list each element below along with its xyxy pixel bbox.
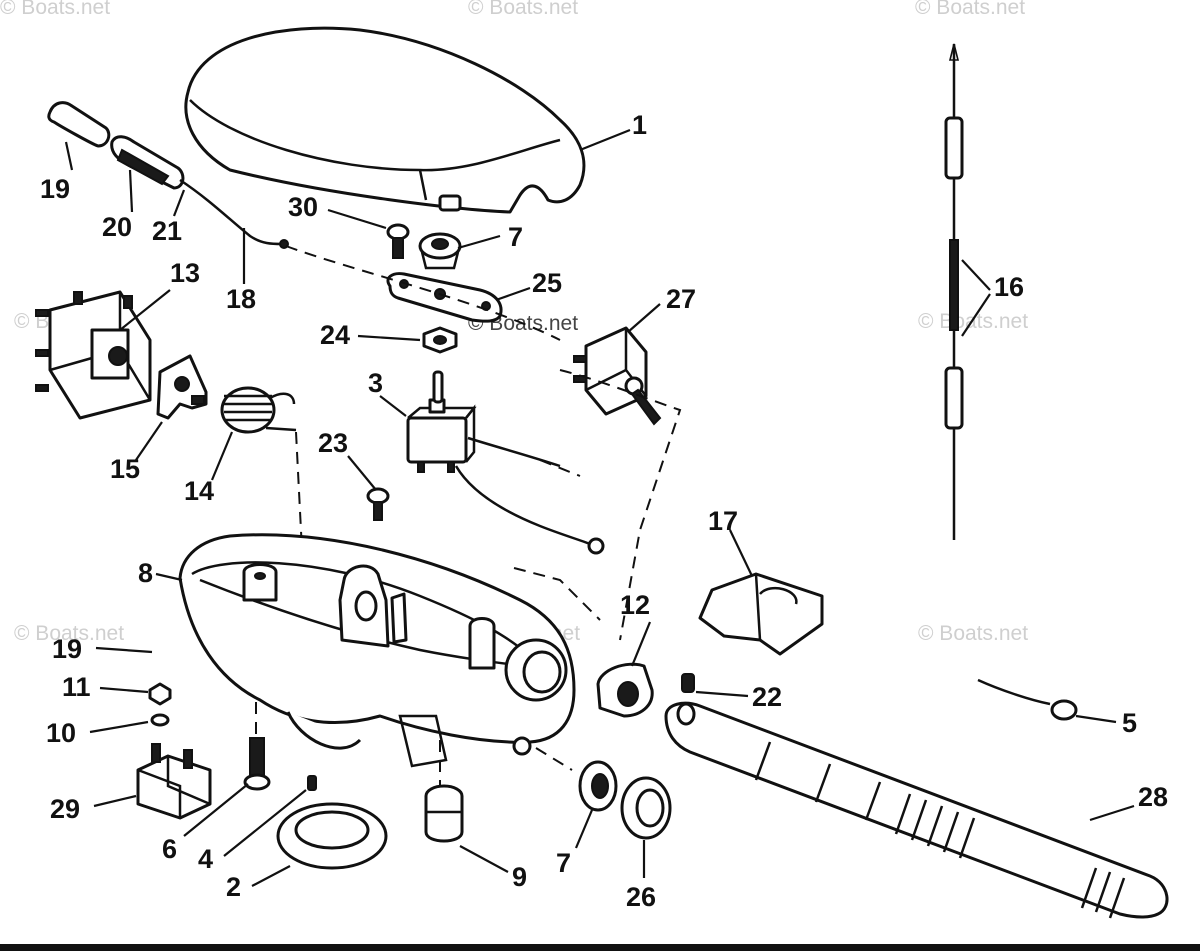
part-terminal-29 [136, 743, 212, 820]
watermark-top-right: © Boats.net [915, 0, 1025, 19]
part-bushing-7 [578, 760, 618, 812]
callout-20: 20 [102, 212, 132, 242]
callout-6: 6 [162, 834, 177, 864]
part-washer-10 [150, 713, 170, 727]
callout-19-top: 19 [40, 174, 70, 204]
callout-12: 12 [620, 590, 650, 620]
callout-1: 1 [632, 110, 647, 140]
callout-19-bottom: 19 [52, 634, 82, 664]
callout-17: 17 [708, 506, 738, 536]
watermark-right-upper: © Boats.net [918, 310, 1028, 333]
part-switch-27 [573, 326, 662, 426]
callout-2: 2 [226, 872, 241, 902]
part-bolt-6 [243, 737, 271, 791]
callout-9: 9 [512, 862, 527, 892]
part-nut-24 [422, 326, 458, 354]
callout-10: 10 [46, 718, 76, 748]
part-housing-8 [178, 533, 576, 768]
callout-28: 28 [1138, 782, 1168, 812]
part-grommet-top [418, 232, 462, 270]
part-connector-wire [110, 135, 289, 249]
callout-7-bottom: 7 [556, 848, 571, 878]
callout-5: 5 [1122, 708, 1137, 738]
part-spring-14 [220, 386, 297, 434]
callout-21: 21 [152, 216, 182, 246]
callout-8: 8 [138, 558, 153, 588]
callout-27: 27 [666, 284, 696, 314]
part-cover [184, 26, 586, 214]
callout-25: 25 [532, 268, 562, 298]
part-ring-2 [276, 802, 388, 870]
part-bracket-17 [698, 572, 824, 656]
part-toggle-switch-3 [406, 370, 605, 555]
callout-24: 24 [320, 320, 350, 350]
leader-lines [64, 128, 1135, 887]
bottom-border [0, 944, 1200, 951]
callout-11: 11 [62, 672, 91, 702]
callout-18: 18 [226, 284, 256, 314]
part-nut-11 [148, 682, 172, 706]
callout-23: 23 [318, 428, 348, 458]
part-screw-4 [307, 775, 317, 791]
callout-7-top: 7 [508, 222, 523, 252]
callout-15: 15 [110, 454, 140, 484]
part-fitting-9 [424, 784, 464, 843]
part-wire-5 [977, 678, 1078, 721]
part-bearing-26 [620, 776, 672, 840]
part-collar-12 [596, 662, 654, 718]
callout-22: 22 [752, 682, 782, 712]
callout-26: 26 [626, 882, 656, 912]
callout-30: 30 [288, 192, 318, 222]
callout-16: 16 [994, 272, 1024, 302]
part-screw-30 [386, 223, 410, 259]
part-set-screw-22 [681, 673, 695, 693]
part-rod-16 [944, 43, 964, 540]
callout-labels: 1 19 20 21 18 30 7 25 24 3 27 13 15 14 2… [40, 110, 1168, 912]
part-shaft-28 [664, 701, 1169, 919]
callout-29: 29 [50, 794, 80, 824]
callout-13: 13 [170, 258, 200, 288]
watermark-left-lower: © Boats.net [14, 622, 124, 645]
part-screw-23 [366, 487, 390, 521]
watermark-top-center: © Boats.net [468, 0, 578, 19]
callout-3: 3 [368, 368, 383, 398]
part-switch-13 [35, 290, 152, 420]
part-bracket-15 [156, 354, 208, 420]
part-wire-cap [47, 101, 111, 148]
callout-14: 14 [184, 476, 214, 506]
watermark-top-left: © Boats.net [0, 0, 110, 19]
callout-4: 4 [198, 844, 213, 874]
watermark-right-lower: © Boats.net [918, 622, 1028, 645]
part-plate-25 [386, 272, 503, 323]
